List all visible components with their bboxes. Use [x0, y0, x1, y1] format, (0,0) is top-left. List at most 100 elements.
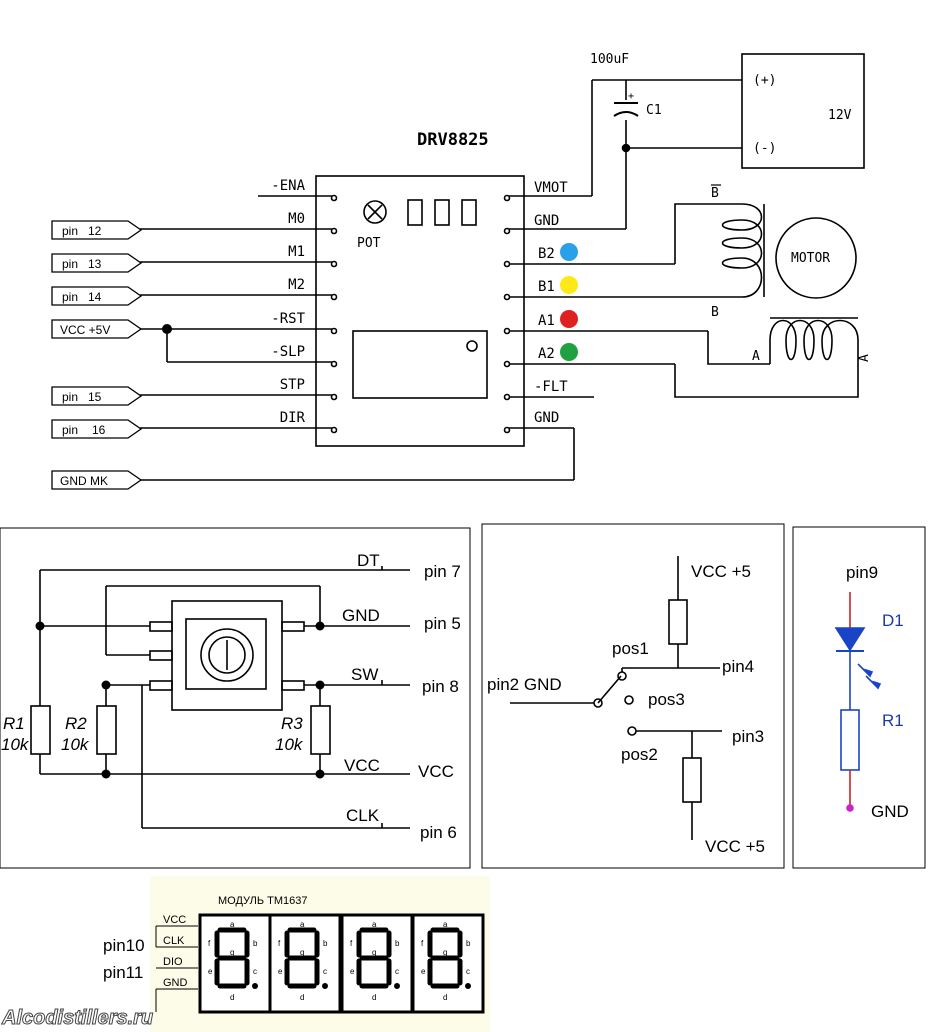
drv8825-chip [352, 330, 488, 399]
right-pin-label: A1 [538, 313, 555, 329]
switch-pos2: pos2 [621, 745, 658, 764]
segment-label: b [253, 939, 258, 948]
input-pin-prefix: pin [62, 257, 78, 271]
coil-a-label: A [752, 349, 760, 364]
right-pin-label: B1 [538, 279, 555, 295]
right-pin-label: GND [534, 410, 559, 426]
segment-label: d [443, 993, 447, 1002]
capacitor-plus: + [628, 91, 634, 102]
switch-pin3: pin3 [732, 727, 764, 746]
segment-label: e [208, 967, 213, 976]
segment-label: c [395, 967, 399, 976]
r1-value: 10k [1, 735, 30, 754]
vcc-junction-dot [162, 324, 172, 334]
capacitor-plate-bottom [613, 111, 639, 117]
switch-pos1: pos1 [612, 639, 649, 658]
encoder-gnd-label: GND [342, 606, 380, 625]
segment-label: g [372, 948, 376, 957]
right-pin-label: A2 [538, 346, 555, 362]
segment-label: c [466, 967, 470, 976]
psu-negative-label: (-) [753, 141, 776, 156]
coil-b-label: B [711, 305, 719, 320]
segment-label: e [421, 967, 426, 976]
a2-color-dot [560, 343, 578, 361]
switch-vcc-top: VCC +5 [691, 562, 751, 581]
led-gnd-label: GND [871, 802, 909, 821]
led-frame [792, 526, 926, 869]
segment-label: c [323, 967, 327, 976]
coil-b [721, 203, 763, 298]
right-pin-label: GND [534, 213, 559, 229]
a1-color-dot [560, 310, 578, 328]
motor-label: MOTOR [791, 251, 830, 266]
gnd-mk-label: GND MK [60, 474, 108, 488]
coil-b-bar-label: B [711, 186, 719, 201]
coil-a [769, 319, 859, 364]
board-jumper-3 [461, 199, 477, 226]
encoder-clk-label: CLK [346, 806, 380, 825]
led-r1-label: R1 [882, 711, 904, 730]
power-supply-box [741, 53, 865, 169]
segment-label: g [300, 948, 304, 957]
encoder-vcc-label: VCC [344, 756, 380, 775]
drv8825-section [140, 53, 865, 481]
led-section [792, 526, 926, 869]
potentiometer-icon [363, 200, 387, 224]
segment-label: g [230, 948, 234, 957]
right-pin-label: VMOT [534, 180, 568, 196]
left-pin-label: -SLP [271, 344, 305, 360]
encoder-section [0, 527, 471, 869]
led-gnd-dot [846, 804, 854, 812]
pin8-label: pin 8 [422, 677, 459, 696]
segment-label: d [230, 993, 234, 1002]
left-pin-label: STP [280, 377, 305, 393]
board-jumper-2 [434, 199, 450, 226]
segment-label: a [372, 920, 377, 929]
resistor-r3 [310, 705, 331, 755]
encoder-knob-icon [200, 628, 254, 682]
input-pin-prefix: pin [62, 390, 78, 404]
motor-icon [775, 217, 857, 299]
board-jumper-1 [407, 199, 423, 226]
segment-label: f [350, 939, 353, 948]
pin7-label: pin 7 [424, 562, 461, 581]
r3-value: 10k [275, 735, 304, 754]
switch-pos3: pos3 [648, 690, 685, 709]
input-pin-number: 16 [92, 423, 106, 437]
input-flags [51, 220, 143, 490]
switch-section [481, 523, 785, 869]
encoder-dt-label: DT [357, 551, 380, 570]
pin5-label: pin 5 [424, 614, 461, 633]
switch-bottom-resistor [682, 757, 702, 803]
left-pin-label: -RST [271, 311, 305, 327]
segment-label: b [395, 939, 400, 948]
left-pin-holes [330, 194, 338, 434]
switch-top-resistor [668, 599, 688, 645]
right-pin-label: -FLT [534, 379, 568, 395]
pin6-label: pin 6 [420, 823, 457, 842]
input-pin-number: 15 [88, 390, 102, 404]
b2-color-dot [560, 243, 578, 261]
chip-dot-icon [466, 340, 478, 352]
led-diode-icon [834, 627, 866, 652]
led-resistor [840, 709, 860, 771]
drv8825-board [315, 175, 525, 447]
input-pin-number: 14 [88, 290, 102, 304]
b1-color-dot [560, 276, 578, 294]
left-pin-label: DIR [280, 410, 306, 426]
segment-label: d [300, 993, 304, 1002]
segment-label: e [278, 967, 283, 976]
capacitor-name: C1 [646, 103, 662, 118]
vcc-input-label: VCC +5V [60, 323, 110, 337]
led-d1-label: D1 [882, 611, 904, 630]
segment-label: c [253, 967, 257, 976]
right-pin-holes [503, 194, 511, 434]
segment-label: b [323, 939, 328, 948]
switch-vcc-bottom: VCC +5 [705, 837, 765, 856]
left-pin-label: M1 [288, 244, 305, 260]
